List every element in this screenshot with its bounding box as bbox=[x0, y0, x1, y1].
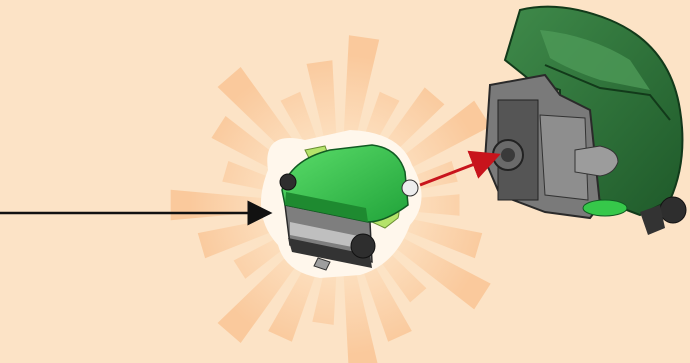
round-pin-front bbox=[351, 234, 375, 258]
gear-stud bbox=[402, 180, 418, 196]
socket-hole bbox=[501, 148, 515, 162]
black-ball-joint bbox=[660, 197, 686, 223]
side-knob bbox=[575, 146, 618, 176]
green-bottom-plate bbox=[583, 200, 627, 216]
round-pin-back bbox=[280, 174, 296, 190]
